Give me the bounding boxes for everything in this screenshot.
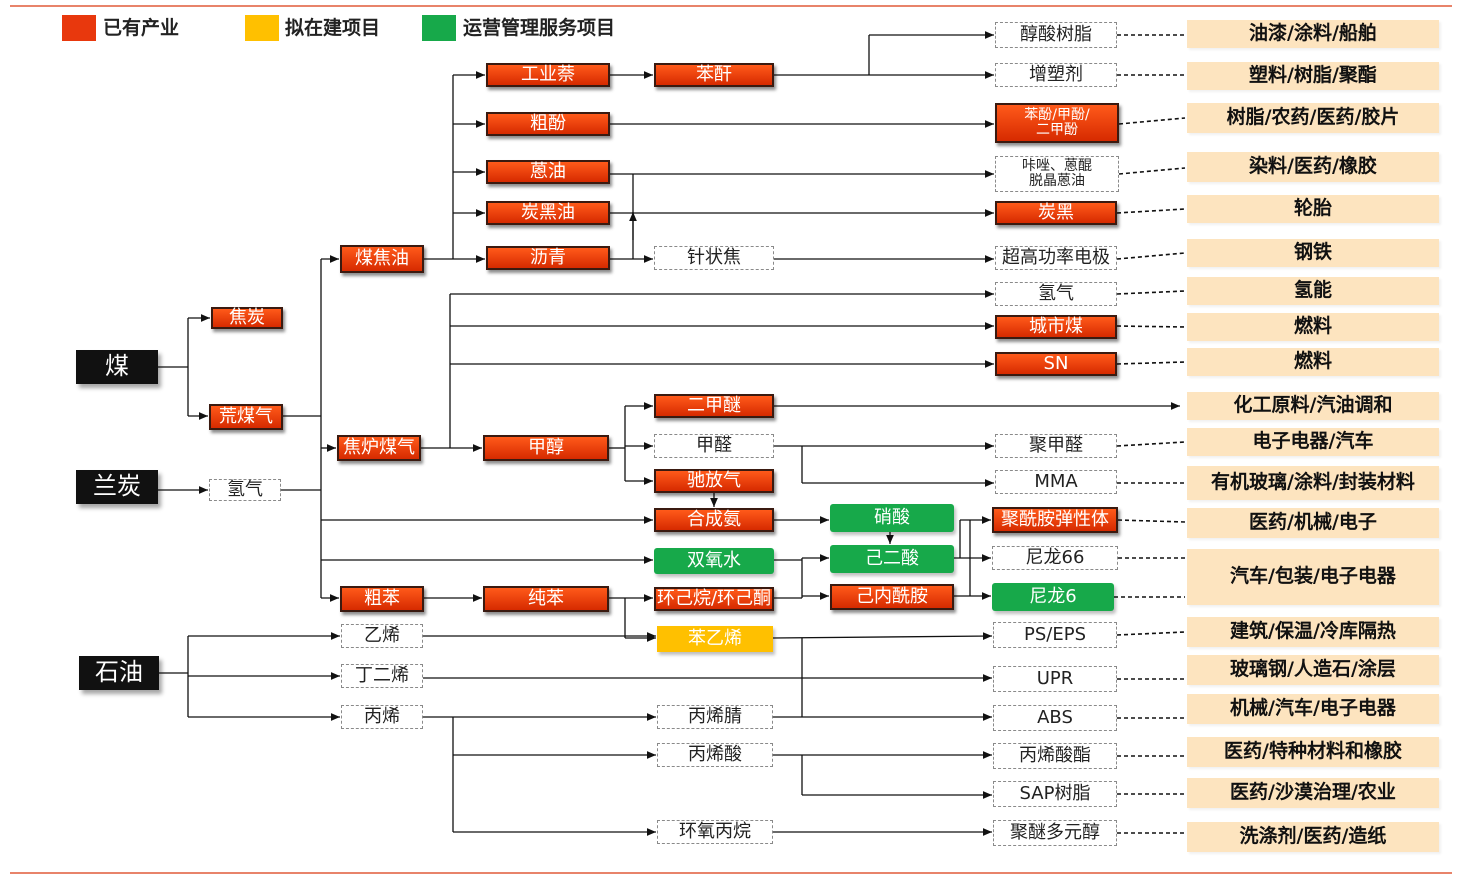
application-4: 轮胎: [1187, 195, 1439, 223]
node-oil: 石油: [79, 656, 159, 690]
application-17: 医药/特种材料和橡胶: [1187, 737, 1439, 767]
flow-arrow: [772, 632, 993, 640]
node-mma: MMA: [995, 470, 1117, 494]
application-15: 玻璃钢/人造石/涂层: [1187, 655, 1439, 685]
node-ethylene: 乙烯: [341, 624, 423, 648]
node-upr: UPR: [993, 666, 1117, 692]
node-dme: 二甲醚: [654, 394, 774, 418]
node-adipic: 己二酸: [830, 545, 954, 573]
node-cyclo: 环己烷/环己酮: [654, 587, 774, 611]
node-carb: 咔唑、蒽醌 脱晶蒽油: [995, 156, 1119, 192]
node-po: 环氧丙烷: [657, 820, 773, 844]
application-11: 有机玻璃/涂料/封装材料: [1187, 466, 1439, 500]
application-1: 塑料/树脂/聚酯: [1187, 62, 1439, 90]
node-methanol: 甲醇: [483, 435, 609, 461]
node-pom: 聚甲醛: [995, 434, 1117, 458]
dashed-link: [1116, 208, 1186, 214]
dashed-link: [1118, 117, 1186, 125]
application-14: 建筑/保温/冷库隔热: [1187, 617, 1439, 647]
application-12: 医药/机械/电子: [1187, 508, 1439, 538]
node-coke: 焦炭: [211, 307, 283, 329]
node-styrene: 苯乙烯: [657, 626, 773, 652]
dashed-link: [1116, 325, 1186, 328]
node-plast: 增塑剂: [995, 63, 1117, 87]
node-anthoil: 蒽油: [486, 160, 610, 184]
node-phenols: 苯酚/甲酚/ 二甲酚: [995, 103, 1119, 143]
node-pitch: 沥青: [486, 246, 610, 270]
application-9: 化工原料/汽油调和: [1187, 392, 1439, 420]
node-coaltar: 煤焦油: [340, 245, 424, 273]
node-cboil: 炭黑油: [486, 201, 610, 225]
node-butadiene: 丁二烯: [341, 664, 423, 688]
dashed-link: [1117, 519, 1186, 523]
dashed-link: [1116, 631, 1186, 636]
node-pa: 苯酐: [654, 63, 774, 87]
dashed-link: [1116, 361, 1186, 365]
node-aa: 丙烯酸: [657, 743, 773, 767]
node-sap: SAP树脂: [993, 781, 1117, 807]
legend-label-existing: 已有产业: [103, 17, 180, 39]
dashed-link: [1116, 441, 1186, 447]
node-abs: ABS: [993, 705, 1117, 731]
node-benzene: 纯苯: [483, 586, 609, 612]
node-acn: 丙烯腈: [657, 705, 773, 729]
node-cb: 炭黑: [995, 201, 1117, 225]
application-8: 燃料: [1187, 348, 1439, 376]
node-pa6: 尼龙6: [992, 583, 1114, 611]
application-16: 机械/汽车/电子电器: [1187, 694, 1439, 724]
legend-swatch-service: [422, 15, 456, 41]
node-semicoke: 兰炭: [76, 470, 158, 504]
application-13: 汽车/包装/电子电器: [1187, 549, 1439, 605]
legend-label-planned: 拟在建项目: [285, 17, 381, 39]
node-pae: 聚酰胺弹性体: [992, 507, 1118, 533]
node-cokegas: 焦炉煤气: [337, 435, 421, 461]
node-needle: 针状焦: [654, 246, 774, 270]
legend-swatch-existing: [62, 15, 96, 41]
node-hno3: 硝酸: [830, 504, 954, 532]
dashed-link: [1116, 252, 1186, 260]
node-h2b: 氢气: [995, 282, 1117, 306]
node-purge: 驰放气: [654, 469, 774, 493]
application-2: 树脂/农药/医药/胶片: [1187, 103, 1439, 133]
application-6: 氢能: [1187, 277, 1439, 305]
node-ps: PS/EPS: [993, 622, 1117, 648]
dashed-link: [1118, 167, 1186, 175]
node-h2a: 氢气: [209, 479, 281, 501]
node-ppg: 聚醚多元醇: [993, 820, 1117, 846]
legend-label-service: 运营管理服务项目: [463, 17, 616, 39]
node-acrylate: 丙烯酸酯: [993, 743, 1117, 769]
node-nh3: 合成氨: [654, 508, 774, 532]
application-5: 钢铁: [1187, 239, 1439, 267]
node-coal: 煤: [76, 350, 158, 384]
node-capro: 己内酰胺: [830, 584, 954, 610]
node-sng: SN: [995, 352, 1117, 376]
application-0: 油漆/涂料/船舶: [1187, 20, 1439, 48]
node-h2o2: 双氧水: [654, 548, 774, 574]
application-18: 医药/沙漠治理/农业: [1187, 778, 1439, 808]
node-propylene: 丙烯: [341, 705, 423, 729]
node-citygas: 城市煤: [995, 315, 1117, 339]
bottom-rule: [10, 872, 1452, 874]
dashed-link: [1116, 290, 1186, 295]
node-rawgas: 荒煤气: [209, 404, 283, 430]
application-10: 电子电器/汽车: [1187, 428, 1439, 456]
application-7: 燃料: [1187, 313, 1439, 341]
application-19: 洗涤剂/医药/造纸: [1187, 822, 1439, 852]
node-crudephenol: 粗酚: [486, 112, 610, 136]
application-3: 染料/医药/橡胶: [1187, 152, 1439, 182]
legend-swatch-planned: [245, 15, 279, 41]
node-pa66: 尼龙66: [992, 546, 1118, 570]
node-crudebenz: 粗苯: [340, 586, 424, 612]
node-alkyd: 醇酸树脂: [995, 22, 1117, 48]
node-uhp: 超高功率电极: [995, 246, 1117, 270]
node-hcho: 甲醛: [654, 434, 774, 458]
node-naph: 工业萘: [486, 63, 610, 87]
top-rule: [10, 5, 1452, 7]
